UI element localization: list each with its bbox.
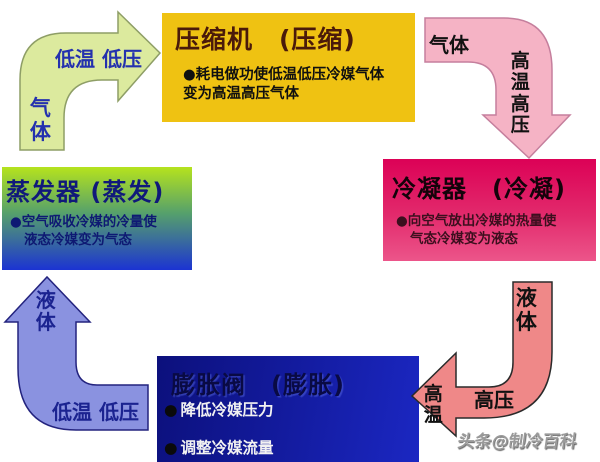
condenser-desc-line2: 气态冷媒变为液态 — [410, 230, 518, 247]
compressor-desc-line1: ●耗电做功使低温低压冷媒气体 — [183, 67, 385, 83]
condenser-desc-line1: ●向空气放出冷媒的热量使 — [396, 213, 557, 229]
expansion-valve-box: 膨胀阀 (膨胀) ●降低冷媒压力 ●调整冷媒流量 — [157, 356, 419, 462]
evaporator-title: 蒸发器 (蒸发) — [6, 178, 165, 206]
expansion-bullet-2: ●调整冷媒流量 — [164, 436, 274, 458]
expansion-bullet-2-text: 调整冷媒流量 — [180, 439, 274, 457]
label-liquid-left: 液体 — [35, 288, 56, 335]
label-gas-right: 气体 — [429, 33, 469, 57]
expansion-bullet-1: ●降低冷媒压力 — [164, 398, 274, 420]
evaporator-box: 蒸发器 (蒸发) ●空气吸收冷媒的冷量使 液态冷媒变为气态 — [2, 167, 192, 270]
compressor-description: ●耗电做功使低温低压冷媒气体 变为高温高压气体 — [183, 66, 415, 104]
evaporator-desc-line1: ●空气吸收冷媒的冷量使 — [10, 214, 157, 230]
label-hightemp: 高温 — [423, 383, 443, 427]
label-gas-left: 气体 — [29, 96, 51, 144]
label-lowtemp-lowpressure-top: 低温 低压 — [55, 47, 142, 71]
label-highpressure: 高压 — [474, 388, 514, 412]
compressor-box: 压缩机 (压缩) ●耗电做功使低温低压冷媒气体 变为高温高压气体 — [162, 13, 415, 122]
expansion-bullet-1-text: 降低冷媒压力 — [180, 401, 274, 419]
expansion-valve-title: 膨胀阀 (膨胀) — [171, 371, 345, 399]
label-hightemp-highpressure: 高温高压 — [510, 50, 530, 136]
evaporator-desc-line2: 液态冷媒变为气态 — [24, 232, 132, 249]
watermark-toutiao-zhilengbaike: 头条@制冷百科 — [456, 432, 579, 452]
condenser-box: 冷凝器 (冷凝) ●向空气放出冷媒的热量使 气态冷媒变为液态 — [383, 159, 596, 261]
label-lowtemp-lowpressure-bottom: 低温 低压 — [52, 400, 139, 424]
condenser-title: 冷凝器 (冷凝) — [392, 175, 566, 203]
bullet-dot-icon: ● — [164, 439, 178, 457]
condenser-description: ●向空气放出冷媒的热量使 气态冷媒变为液态 — [396, 213, 596, 249]
compressor-title: 压缩机 (压缩) — [175, 25, 356, 54]
label-liquid-right: 液体 — [515, 286, 537, 334]
compressor-desc-line2: 变为高温高压气体 — [183, 86, 299, 103]
evaporator-description: ●空气吸收冷媒的冷量使 液态冷媒变为气态 — [10, 213, 192, 249]
bullet-dot-icon: ● — [164, 401, 178, 419]
